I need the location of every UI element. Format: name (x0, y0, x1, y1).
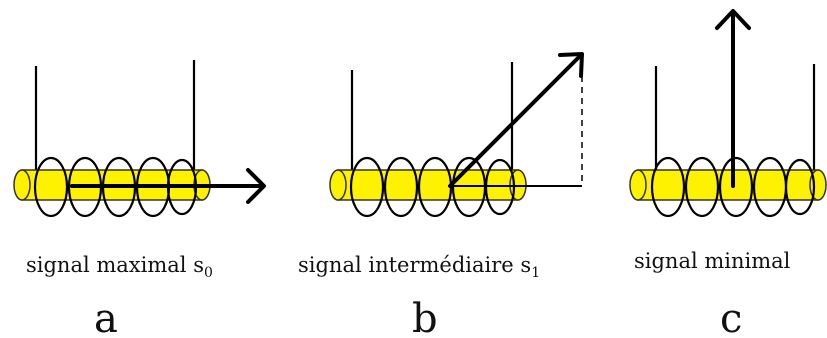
arrow-head-icon (246, 168, 266, 204)
panel-a-letter: a (94, 296, 118, 338)
orientation-arrow (448, 54, 582, 188)
coil-winding (650, 156, 816, 218)
arrow-head-icon (715, 9, 751, 30)
panel-b-letter: b (412, 296, 438, 338)
panel-b-caption: signal intermédiaire s1 (298, 253, 540, 281)
panel-b: signal intermédiaire s1 b (298, 52, 584, 338)
panel-a-caption: signal maximal s0 (26, 253, 213, 281)
rod-cylinder (629, 169, 827, 201)
arrow-head-icon (558, 52, 584, 78)
panel-a: signal maximal s0 a (13, 60, 266, 338)
panel-c-caption: signal minimal (634, 249, 791, 273)
panel-c-letter: c (720, 296, 742, 338)
panel-c: signal minimal c (629, 9, 827, 338)
